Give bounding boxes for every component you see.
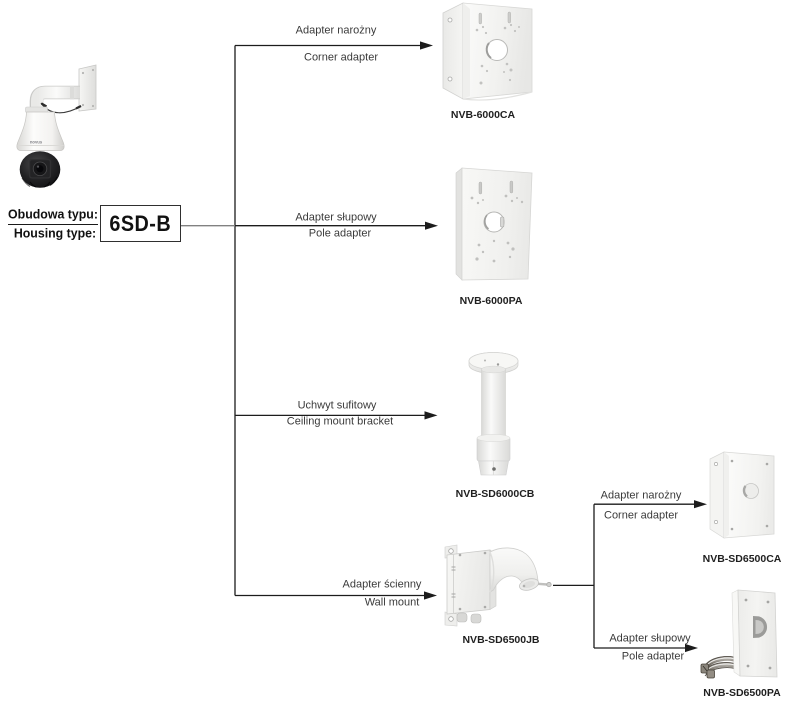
housing-model-text: 6SD-B (109, 210, 171, 236)
branch-4-label-en: Wall mount (364, 596, 420, 609)
svg-text:novus: novus (30, 140, 43, 145)
arrowhead-4 (424, 591, 437, 600)
product-label-nvb-sd6500jb: NVB-SD6500JB (462, 633, 540, 646)
branch-1-label-en: Corner adapter (304, 51, 378, 63)
housing-model-box: 6SD-B (99, 205, 181, 242)
housing-type-underline (8, 223, 98, 225)
pole-adapter-6000pa-image (455, 167, 533, 281)
sub-branch-1-label-pl: Adapter narożny (600, 489, 682, 502)
product-label-nvb-sd6500pa: NVB-SD6500PA (703, 686, 781, 699)
product-label-nvb-6000pa: NVB-6000PA (459, 294, 523, 307)
arrowhead-2 (425, 221, 438, 230)
wall-mount-sd6500jb-image (444, 544, 552, 627)
pole-adapter-sd6500pa-image (700, 589, 778, 679)
branch-1-label-pl: Adapter narożny (295, 24, 377, 37)
corner-adapter-6000ca-image (442, 2, 533, 101)
branch-4-label-pl: Adapter ścienny (342, 578, 422, 591)
sub-branch-1-label-en: Corner adapter (604, 509, 678, 522)
housing-type-label-en: Housing type: (13, 225, 97, 240)
arrowhead-3 (424, 411, 438, 420)
product-label-nvb-sd6500ca: NVB-SD6500CA (702, 552, 782, 565)
corner-adapter-sd6500ca-image (709, 451, 775, 539)
sub-arrowhead-2 (685, 643, 698, 653)
sub-branch-2-label-en: Pole adapter (621, 650, 685, 663)
branch-2-label-en: Pole adapter (308, 227, 372, 240)
housing-type-label-pl: Obudowa typu: (8, 206, 98, 222)
branch-2-label-pl: Adapter słupowy (295, 211, 377, 224)
branch-3-label-pl: Uchwyt sufitowy (297, 399, 377, 411)
ceiling-mount-sd6000cb-image (468, 352, 519, 476)
product-label-nvb-sd6000cb: NVB-SD6000CB (455, 487, 535, 500)
arrowhead-1 (420, 41, 433, 50)
sub-branch-2-label-pl: Adapter słupowy (609, 632, 691, 645)
product-label-nvb-6000ca: NVB-6000CA (450, 108, 516, 121)
sub-arrowhead-1 (694, 500, 707, 509)
branch-3-label-en: Ceiling mount bracket (286, 415, 394, 428)
camera-image: novus (16, 64, 97, 188)
